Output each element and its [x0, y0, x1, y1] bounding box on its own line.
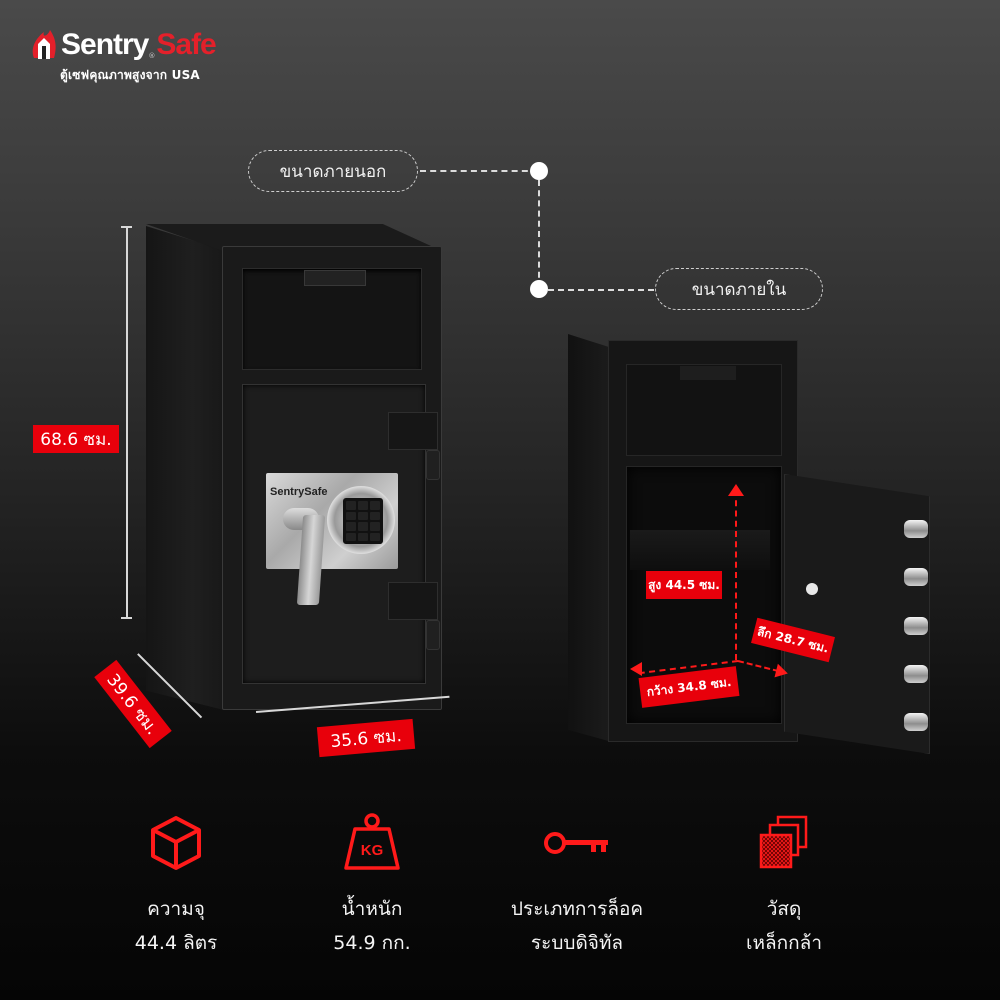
deposit-handle — [680, 366, 736, 380]
brand-logo: Sentry ® Safe — [30, 22, 217, 62]
open-door-inside — [784, 474, 930, 754]
feature-value: ระบบดิจิทัล — [530, 932, 624, 954]
steel-layers-icon — [694, 812, 874, 874]
feature-material: วัสดุ เหล็กกล้า — [694, 812, 874, 960]
weight-kg-icon: KG — [282, 812, 462, 874]
locking-bolt — [904, 520, 928, 538]
arrow-up-icon — [728, 484, 744, 496]
cube-icon — [86, 812, 266, 874]
brand-tagline: ตู้เซฟคุณภาพสูงจาก USA — [60, 68, 200, 82]
feature-value: เหล็กกล้า — [746, 932, 822, 954]
brand-name-safe: Safe — [156, 28, 216, 61]
flame-house-icon — [30, 26, 60, 62]
svg-text:KG: KG — [361, 842, 384, 859]
outer-height-tag: 68.6 ซม. — [33, 425, 119, 453]
height-measure-line — [126, 226, 128, 618]
locking-bolt — [904, 617, 928, 635]
connector-line — [538, 180, 540, 288]
safe-closed-side — [146, 226, 224, 710]
arrow-left-icon — [630, 662, 642, 676]
registered-mark: ® — [148, 52, 156, 60]
outer-size-label: ขนาดภายนอก — [248, 150, 418, 192]
inner-height-arrow — [735, 490, 737, 660]
locking-bolt — [904, 713, 928, 731]
interior-shelf — [630, 530, 770, 570]
deposit-handle — [304, 270, 366, 286]
key-icon — [487, 812, 667, 874]
inner-height-tag: สูง 44.5 ซม. — [646, 571, 722, 599]
lock-plate-brand: SentrySafe — [270, 486, 328, 498]
connector-dot — [530, 280, 548, 298]
feature-value: 54.9 กก. — [333, 932, 411, 954]
connector-dot — [530, 162, 548, 180]
feature-lock-type: ประเภทการล็อค ระบบดิจิทัล — [487, 812, 667, 960]
feature-title: ประเภทการล็อค — [510, 898, 644, 920]
keypad — [343, 498, 383, 544]
hinge-pin — [426, 450, 440, 480]
connector-line — [420, 170, 538, 172]
feature-title: วัสดุ — [766, 898, 802, 920]
hinge-pin — [426, 620, 440, 650]
feature-title: น้ำหนัก — [341, 898, 403, 920]
locking-bolt — [904, 665, 928, 683]
measure-tick — [121, 226, 132, 228]
measure-tick — [121, 617, 132, 619]
feature-title: ความจุ — [147, 898, 205, 920]
brand-name-sentry: Sentry — [61, 28, 149, 61]
connector-line — [548, 289, 654, 291]
feature-capacity: ความจุ 44.4 ลิตร — [86, 812, 266, 960]
safe-open-side — [568, 334, 612, 742]
locking-bolt — [904, 568, 928, 586]
door-hinge — [388, 412, 438, 450]
door-lock-hole — [806, 583, 818, 595]
inner-size-label: ขนาดภายใน — [655, 268, 823, 310]
feature-weight: KG น้ำหนัก 54.9 กก. — [282, 812, 462, 960]
outer-width-tag: 35.6 ซม. — [316, 718, 416, 758]
feature-value: 44.4 ลิตร — [134, 932, 218, 954]
door-hinge — [388, 582, 438, 620]
